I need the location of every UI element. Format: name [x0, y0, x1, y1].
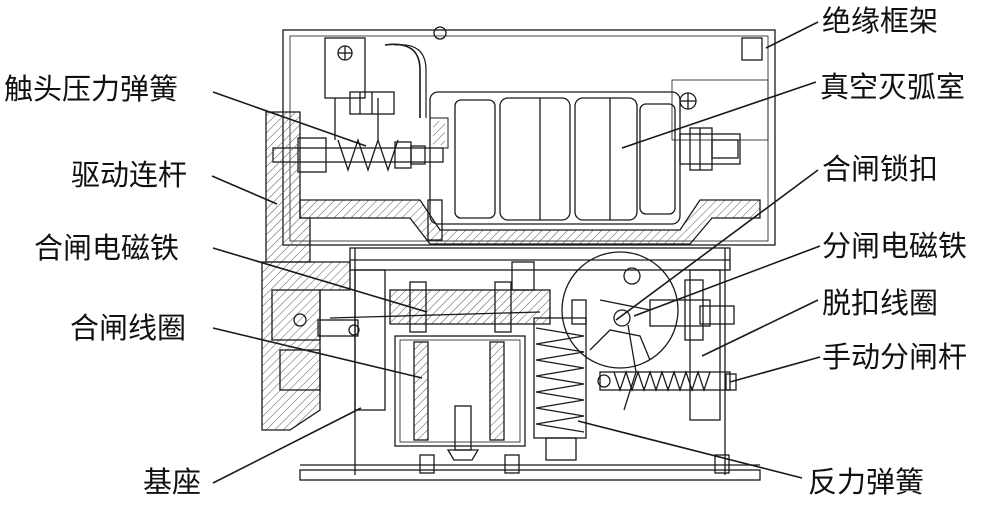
- leader-drive-link: [211, 175, 278, 205]
- label-closing-coil: 合闸线圈: [70, 311, 187, 345]
- chassis-plates: [349, 247, 731, 475]
- leader-closing-coil: [212, 327, 423, 379]
- right-terminal-bolt: [679, 127, 741, 171]
- label-drive-link: 驱动连杆: [71, 158, 188, 192]
- manual-opening-lever: [597, 369, 737, 393]
- leader-manual-opening-lever: [729, 356, 821, 383]
- leader-closing-latch: [615, 169, 819, 321]
- label-closing-latch: 合闸锁扣: [822, 152, 939, 186]
- leader-closing-electromagnet: [212, 247, 428, 313]
- closing-coil: [394, 335, 526, 461]
- label-opening-electromagnet: 分闸电磁铁: [822, 229, 968, 263]
- leader-reaction-spring: [577, 420, 803, 479]
- reaction-spring: [533, 299, 587, 461]
- label-closing-electromagnet: 合闸电磁铁: [34, 231, 180, 265]
- base-plate: [299, 454, 761, 481]
- leader-insulating-frame: [765, 21, 819, 49]
- leader-opening-electromagnet: [633, 245, 821, 317]
- leader-lines: [211, 21, 821, 484]
- closing-electromagnet: [317, 261, 551, 337]
- closing-latch: [561, 251, 679, 411]
- label-contact-pressure-spring: 触头压力弹簧: [4, 72, 179, 106]
- label-manual-opening-lever: 手动分闸杆: [822, 340, 968, 374]
- label-insulating-frame: 绝缘框架: [822, 4, 939, 38]
- leader-contact-pressure-spring: [212, 91, 367, 147]
- leader-vacuum-interrupter: [621, 81, 817, 149]
- label-trip-coil: 脱扣线圈: [822, 286, 939, 320]
- label-vacuum-interrupter: 真空灭弧室: [820, 70, 966, 104]
- label-reaction-spring: 反力弹簧: [808, 465, 925, 499]
- leader-base: [212, 407, 362, 484]
- opening-electromagnet: [649, 279, 735, 341]
- contact-pressure-spring-assembly: [272, 43, 444, 173]
- vacuum-interrupter: [429, 91, 681, 225]
- left-bracket: [261, 261, 351, 431]
- drive-link: [265, 111, 761, 263]
- label-base: 基座: [143, 465, 202, 499]
- leader-trip-coil: [701, 299, 819, 357]
